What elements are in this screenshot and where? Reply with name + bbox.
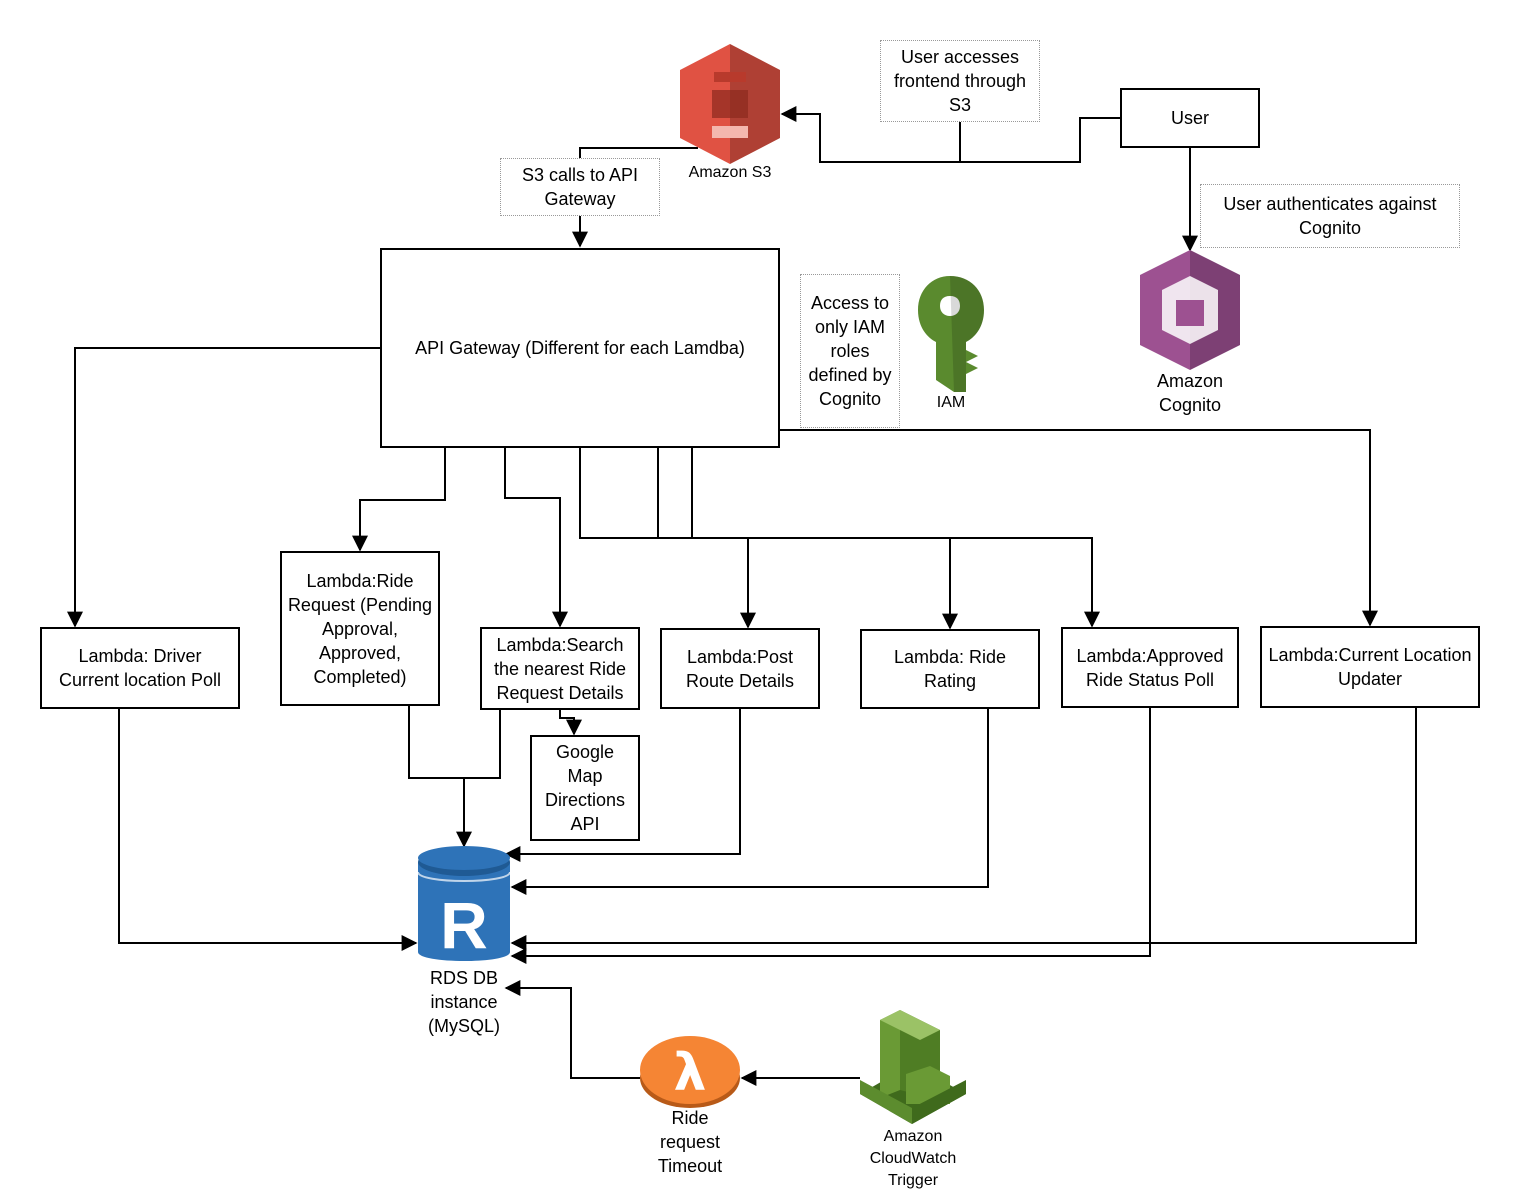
lambda-ride-request-node: Lambda:Ride Request (Pending Approval, A… <box>280 551 440 706</box>
edge-driver-poll-to-rds <box>118 709 418 951</box>
edge-post-route-to-rds <box>504 709 741 862</box>
lambda-driver-poll-node: Lambda: Driver Current location Poll <box>40 627 240 709</box>
note-cognito-auth: User authenticates against Cognito <box>1200 184 1460 248</box>
lambda-post-route-node: Lambda:Post Route Details <box>660 628 820 709</box>
edge-api-to-location-updater <box>780 429 1378 627</box>
cognito-label: Amazon Cognito <box>1156 371 1224 415</box>
edge-api-to-ride-request <box>352 448 446 552</box>
edge-api-to-search <box>504 448 568 628</box>
s3-icon <box>680 44 780 164</box>
connectors <box>67 106 1417 1086</box>
google-map-api-node: Google Map Directions API <box>530 735 640 841</box>
edge-user-to-s3 <box>780 106 1120 163</box>
edge-approved-poll-to-rds <box>510 708 1151 964</box>
edge-ride-rating-to-rds <box>510 709 989 895</box>
edge-api-to-driver-poll <box>67 347 380 628</box>
edge-search-to-google-map <box>559 710 582 736</box>
s3-label: Amazon S3 <box>688 164 772 181</box>
lambda-location-updater-node: Lambda:Current Location Updater <box>1260 626 1480 708</box>
edge-ride-request-to-rds <box>408 706 501 779</box>
lambda-icon: λ <box>640 1036 740 1108</box>
cloudwatch-icon <box>860 1010 966 1124</box>
cognito-icon <box>1140 250 1240 370</box>
note-user-accesses-s3: User accesses frontend through S3 <box>880 40 1040 122</box>
note-iam-access: Access to only IAM roles defined by Cogn… <box>800 274 900 428</box>
rds-label: RDS DB instance (MySQL) <box>428 968 500 1036</box>
api-gateway-node: API Gateway (Different for each Lamdba) <box>380 248 780 448</box>
cloudwatch-label: Amazon CloudWatch Trigger <box>869 1128 957 1189</box>
iam-label: IAM <box>936 394 966 411</box>
lambda-search-node: Lambda:Search the nearest Ride Request D… <box>480 627 640 710</box>
edge-timeout-to-rds <box>504 980 640 1079</box>
rds-icon: R <box>417 846 511 962</box>
user-node: User <box>1120 88 1260 148</box>
lambda-glyph: λ <box>674 1043 707 1103</box>
iam-icon <box>918 276 984 392</box>
edge-api-to-approved-poll <box>691 448 1100 628</box>
note-s3-calls-api: S3 calls to API Gateway <box>500 158 660 216</box>
lambda-approved-poll-node: Lambda:Approved Ride Status Poll <box>1061 627 1239 708</box>
rds-letter: R <box>440 888 488 962</box>
lambda-ride-rating-node: Lambda: Ride Rating <box>860 629 1040 709</box>
edge-location-updater-to-rds <box>510 708 1417 951</box>
lambda-timeout-label: Ride request Timeout <box>657 1108 723 1176</box>
